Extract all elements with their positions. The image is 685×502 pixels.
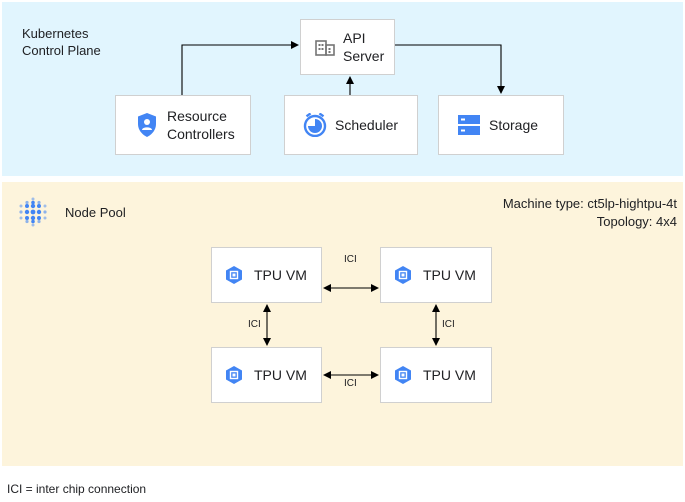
node-pool-title: Node Pool — [65, 205, 126, 220]
scheduler-box: Scheduler — [284, 95, 418, 155]
storage-box: Storage — [438, 95, 564, 155]
scheduler-label: Scheduler — [335, 117, 399, 133]
building-icon — [315, 38, 335, 56]
tpu-vm-box: TPU VM — [380, 347, 492, 403]
chip-icon — [393, 365, 413, 385]
chip-icon — [224, 265, 244, 285]
api-server-label: API Server — [343, 29, 384, 65]
tpu-vm-label: TPU VM — [423, 367, 476, 383]
machine-type-label: Machine type: ct5lp-hightpu-4t — [502, 196, 677, 211]
controllers-to-api-arrow — [181, 41, 299, 95]
tpu-vm-box: TPU VM — [380, 247, 492, 303]
node-pool-dots-icon — [17, 196, 49, 228]
tpu-vm-box: TPU VM — [211, 347, 322, 403]
tpu-vm-label: TPU VM — [423, 267, 476, 283]
ici-label-left: ICI — [248, 319, 261, 330]
control-plane-title-line1: Kubernetes — [22, 26, 89, 41]
api-server-label-line2: Server — [343, 48, 385, 64]
control-plane-title: Kubernetes Control Plane — [22, 25, 101, 59]
api-to-storage-arrow — [395, 44, 505, 94]
resource-controllers-label-line1: Resource — [167, 108, 227, 124]
topology-label: Topology: 4x4 — [596, 214, 677, 229]
ici-label-right: ICI — [442, 319, 455, 330]
api-server-label-line1: API — [343, 30, 366, 46]
shield-person-icon — [136, 112, 158, 138]
chip-icon — [393, 265, 413, 285]
ici-label-top: ICI — [344, 254, 357, 265]
resource-controllers-box: Resource Controllers — [115, 95, 251, 155]
storage-label: Storage — [489, 117, 539, 133]
control-plane-title-line2: Control Plane — [22, 43, 101, 58]
storage-icon — [457, 114, 481, 136]
ici-label-bottom: ICI — [344, 378, 357, 389]
resource-controllers-label: Resource Controllers — [167, 107, 235, 143]
tpu-vm-box: TPU VM — [211, 247, 322, 303]
footnote: ICI = inter chip connection — [7, 482, 147, 496]
resource-controllers-label-line2: Controllers — [167, 126, 235, 142]
clock-icon — [303, 113, 327, 137]
api-server-box: API Server — [300, 19, 395, 75]
node-pool-region — [2, 182, 683, 466]
chip-icon — [224, 365, 244, 385]
tpu-vm-label: TPU VM — [254, 267, 307, 283]
tpu-vm-label: TPU VM — [254, 367, 307, 383]
